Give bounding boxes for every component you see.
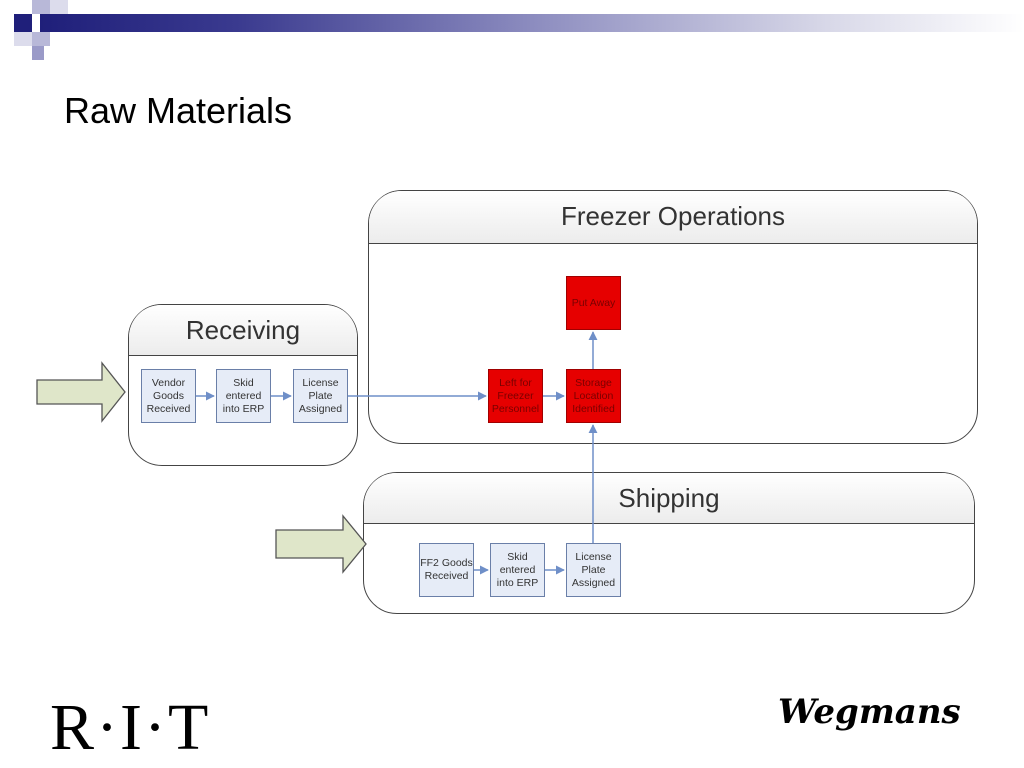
skid-entered-receiving-text: Skid entered into ERP xyxy=(222,376,265,415)
storage-location-box: Storage Location Identified xyxy=(566,369,621,423)
skid-entered-receiving-box: Skid entered into ERP xyxy=(216,369,271,423)
vendor-goods-received-box: Vendor Goods Received xyxy=(141,369,196,423)
license-plate-receiving-box: License Plate Assigned xyxy=(293,369,348,423)
vendor-goods-received-text: Vendor Goods Received xyxy=(146,376,191,415)
header-square-light xyxy=(14,32,32,46)
skid-entered-shipping-text: Skid entered into ERP xyxy=(496,550,539,589)
header-square-mid xyxy=(32,46,44,60)
freezer-operations-header: Freezer Operations xyxy=(369,191,977,244)
rit-logo: R·I·T xyxy=(50,691,211,764)
wegmans-logo: Wegmans xyxy=(778,692,961,732)
header-gradient-bar xyxy=(40,14,1024,32)
ff2-goods-received-text: FF2 Goods Received xyxy=(420,557,473,582)
shipping-input-arrow xyxy=(275,514,367,574)
header-decoration xyxy=(0,0,1024,62)
receiving-header: Receiving xyxy=(129,305,357,356)
header-square-light xyxy=(32,32,50,46)
freezer-operations-label: Freezer Operations xyxy=(561,201,785,231)
license-plate-shipping-box: License Plate Assigned xyxy=(566,543,621,597)
slide-title: Raw Materials xyxy=(64,90,293,131)
receiving-input-arrow xyxy=(36,361,126,423)
header-square-light xyxy=(50,0,68,14)
put-away-box: Put Away xyxy=(566,276,621,330)
header-square-light xyxy=(32,0,50,14)
skid-entered-shipping-box: Skid entered into ERP xyxy=(490,543,545,597)
ff2-goods-received-box: FF2 Goods Received xyxy=(419,543,474,597)
storage-location-text: Storage Location Identified xyxy=(572,376,615,415)
shipping-header: Shipping xyxy=(364,473,974,524)
license-plate-receiving-text: License Plate Assigned xyxy=(298,376,343,415)
header-square-dark xyxy=(14,14,32,32)
freezer-operations-panel: Freezer Operations xyxy=(368,190,978,444)
receiving-label: Receiving xyxy=(185,315,301,345)
put-away-text: Put Away xyxy=(571,296,616,309)
shipping-label: Shipping xyxy=(618,483,720,513)
left-for-freezer-text: Left for Freezer Personnel xyxy=(491,376,540,415)
left-for-freezer-box: Left for Freezer Personnel xyxy=(488,369,543,423)
license-plate-shipping-text: License Plate Assigned xyxy=(571,550,616,589)
